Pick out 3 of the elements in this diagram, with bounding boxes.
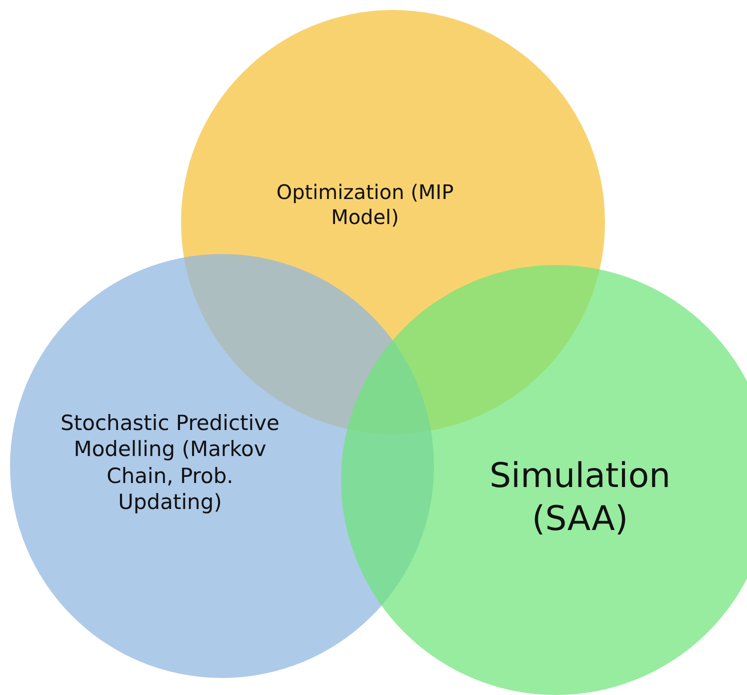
circle-label: Stochastic Predictive Modelling (Markov Chain, Prob. Updating) — [60, 410, 280, 515]
circle-label: Optimization (MIP Model) — [275, 180, 455, 230]
circle-label: Simulation (SAA) — [488, 455, 672, 540]
